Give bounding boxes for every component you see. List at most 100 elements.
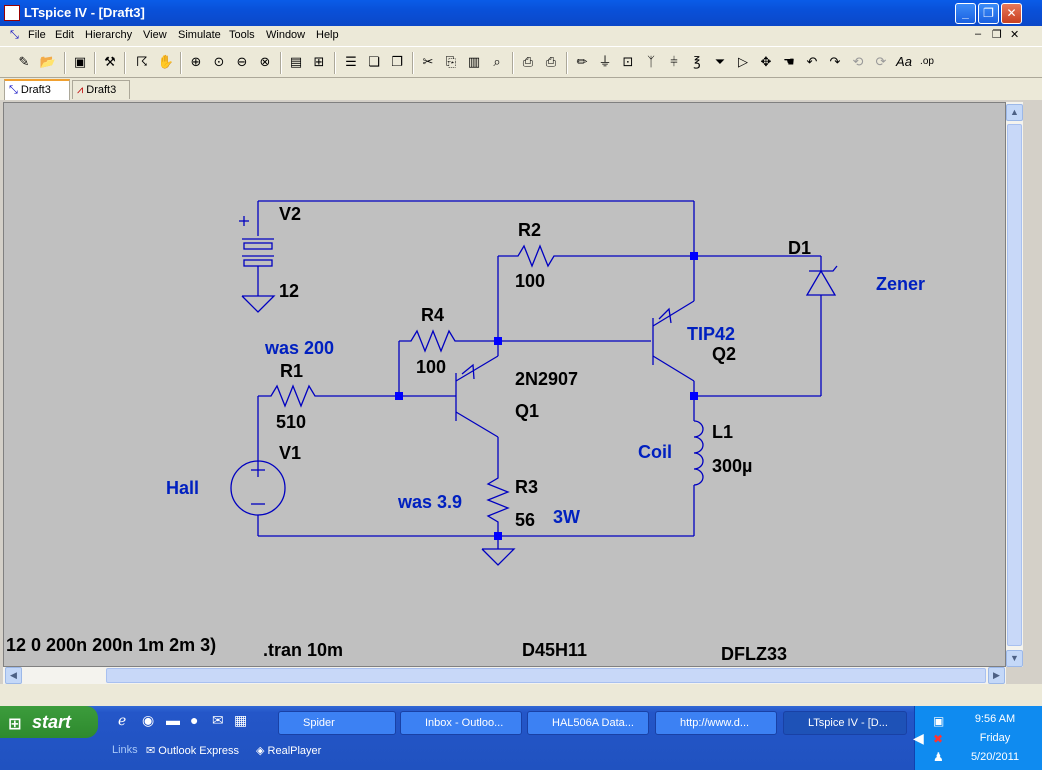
find-icon[interactable]: ⌕ bbox=[493, 54, 501, 69]
halt-icon[interactable]: ✋ bbox=[157, 54, 175, 69]
scroll-up-arrow[interactable]: ▲ bbox=[1006, 104, 1023, 121]
folder-quicklaunch-icon[interactable]: ▬ bbox=[166, 712, 180, 728]
q1-model: 2N2907 bbox=[515, 369, 578, 389]
taskbar-item-browser[interactable]: http://www.d... bbox=[655, 711, 777, 735]
rotate-icon[interactable]: ⟲ bbox=[852, 54, 864, 69]
cut-icon[interactable]: ✂ bbox=[422, 54, 434, 69]
mdi-close-button[interactable]: ✕ bbox=[1010, 29, 1020, 41]
system-tray: ▣ ✖ ♟ ◀ 9:56 AM Friday 5/20/2011 bbox=[913, 706, 1042, 770]
maximize-button[interactable]: ❐ bbox=[978, 3, 999, 24]
mdi-restore-button[interactable]: ❐ bbox=[992, 29, 1002, 41]
tile-vertical-icon[interactable]: ❐ bbox=[391, 54, 403, 69]
r3-power-note: 3W bbox=[553, 507, 580, 527]
menu-hierarchy[interactable]: Hierarchy bbox=[85, 29, 133, 41]
label-net-icon[interactable]: ⊡ bbox=[622, 54, 634, 69]
ground-icon[interactable]: ⏚ bbox=[598, 54, 612, 69]
title-bar[interactable]: LTspice IV - [Draft3] _ ❐ ✕ bbox=[0, 0, 1042, 26]
clock-date: 5/20/2011 bbox=[970, 751, 1020, 763]
taskbar-item-ltspice[interactable]: LTspice IV - [D... bbox=[783, 711, 907, 735]
save-icon[interactable]: ▣ bbox=[73, 54, 87, 69]
cascade-icon[interactable]: ❏ bbox=[368, 54, 380, 69]
start-button[interactable]: ⊞ start bbox=[0, 706, 98, 738]
tab-label: Draft3 bbox=[86, 84, 117, 96]
menu-view[interactable]: View bbox=[143, 29, 167, 41]
tab-waveform[interactable]: ⩘ Draft3 bbox=[72, 80, 130, 99]
capacitor-icon[interactable]: ⫩ bbox=[670, 54, 678, 69]
horizontal-scrollbar[interactable]: ◀ ▶ bbox=[3, 667, 1006, 684]
menu-window[interactable]: Window bbox=[266, 29, 306, 41]
zoom-fit-icon[interactable]: ⊗ bbox=[259, 54, 271, 69]
spice-directive-icon[interactable]: .op bbox=[920, 56, 934, 67]
move-icon[interactable]: ✥ bbox=[760, 54, 772, 69]
mdi-minimize-button[interactable]: – bbox=[975, 28, 982, 40]
menu-file[interactable]: File bbox=[28, 29, 46, 41]
tab-label: Draft3 bbox=[20, 84, 51, 96]
undo-icon[interactable]: ↶ bbox=[806, 54, 818, 69]
print-setup-icon[interactable]: ⎙ bbox=[522, 54, 534, 69]
paint-quicklaunch-icon[interactable]: ▦ bbox=[234, 712, 248, 728]
taskbar-item-inbox[interactable]: Inbox - Outloo... bbox=[400, 711, 522, 735]
scroll-down-arrow[interactable]: ▼ bbox=[1006, 650, 1023, 667]
q2-model: TIP42 bbox=[687, 324, 735, 344]
vertical-scrollbar[interactable]: ▲ ▼ bbox=[1006, 102, 1023, 667]
mirror-icon[interactable]: ⟳ bbox=[875, 54, 887, 69]
pan-icon[interactable]: ⊙ bbox=[213, 54, 225, 69]
component-icon[interactable]: ▷ bbox=[738, 54, 748, 69]
user-icon[interactable]: ♟ bbox=[933, 750, 944, 764]
zoom-out-icon[interactable]: ⊖ bbox=[236, 54, 248, 69]
ltspice-menu-icon[interactable]: ⤡ bbox=[10, 29, 19, 41]
scroll-right-arrow[interactable]: ▶ bbox=[988, 667, 1005, 684]
hall-note: Hall bbox=[166, 478, 199, 498]
waveform-icon: ⩘ bbox=[77, 84, 84, 96]
tab-schematic[interactable]: ⤡ Draft3 bbox=[4, 79, 70, 100]
resistor-icon[interactable]: ᛉ bbox=[647, 54, 655, 69]
tile-horizontal-icon[interactable]: ☰ bbox=[345, 54, 357, 69]
tray-expand-icon[interactable]: ◀ bbox=[913, 730, 924, 746]
menu-help[interactable]: Help bbox=[316, 29, 339, 41]
d1-name: D1 bbox=[788, 238, 811, 258]
media-quicklaunch-icon[interactable]: ◉ bbox=[142, 712, 155, 728]
draw-wire-icon[interactable]: ✏ bbox=[576, 54, 588, 69]
diode-icon[interactable]: ⏷ bbox=[714, 54, 726, 69]
outlook-express-link[interactable]: ✉ Outlook Express bbox=[146, 745, 239, 757]
ie-quicklaunch-icon[interactable]: ℯ bbox=[118, 712, 127, 728]
copy-icon[interactable]: ⎘ bbox=[445, 54, 457, 69]
r3-name: R3 bbox=[515, 477, 538, 497]
clock-time[interactable]: 9:56 AM bbox=[974, 713, 1016, 725]
network-icon[interactable]: ▣ bbox=[933, 714, 945, 728]
taskbar-item-spider[interactable]: Spider bbox=[278, 711, 396, 735]
minimize-button[interactable]: _ bbox=[955, 3, 976, 24]
close-button[interactable]: ✕ bbox=[1001, 3, 1022, 24]
alert-icon[interactable]: ✖ bbox=[933, 732, 944, 746]
menu-edit[interactable]: Edit bbox=[55, 29, 74, 41]
print-icon[interactable]: ⎙ bbox=[545, 54, 557, 69]
grid-icon[interactable]: ⊞ bbox=[313, 54, 325, 69]
control-panel-icon[interactable]: ⚒ bbox=[104, 54, 116, 69]
redo-icon[interactable]: ↷ bbox=[829, 54, 841, 69]
player-quicklaunch-icon[interactable]: ● bbox=[190, 712, 199, 728]
tran-directive: .tran 10m bbox=[263, 640, 343, 660]
scroll-left-arrow[interactable]: ◀ bbox=[5, 667, 22, 684]
r3-value: 56 bbox=[515, 510, 535, 530]
menu-simulate[interactable]: Simulate bbox=[178, 29, 221, 41]
outlook-quicklaunch-icon[interactable]: ✉ bbox=[212, 712, 224, 728]
taskbar-item-hal506a[interactable]: HAL506A Data... bbox=[527, 711, 649, 735]
text-icon[interactable]: Aa bbox=[896, 54, 912, 69]
start-label: start bbox=[32, 712, 72, 732]
zoom-area-icon[interactable]: ⊕ bbox=[190, 54, 202, 69]
window-title: LTspice IV - [Draft3] bbox=[24, 5, 145, 20]
menu-bar: ⤡ File Edit Hierarchy View Simulate Tool… bbox=[0, 26, 1042, 46]
horizontal-scroll-thumb[interactable] bbox=[106, 668, 986, 683]
inductor-icon[interactable]: ℥ bbox=[693, 54, 701, 69]
vertical-scroll-thumb[interactable] bbox=[1007, 124, 1022, 646]
run-icon[interactable]: ☈ bbox=[136, 54, 148, 69]
autorange-icon[interactable]: ▤ bbox=[289, 54, 303, 69]
menu-tools[interactable]: Tools bbox=[229, 29, 255, 41]
schematic-canvas[interactable]: V2 12 R2 100 D1 R4 100 Q2 R1 510 2N2907 … bbox=[3, 102, 1006, 667]
l1-name: L1 bbox=[712, 422, 733, 442]
paste-icon[interactable]: ▥ bbox=[467, 54, 481, 69]
realplayer-link[interactable]: ◈ RealPlayer bbox=[256, 745, 322, 757]
new-schematic-icon[interactable]: ✎ bbox=[18, 54, 30, 69]
drag-icon[interactable]: ☚ bbox=[783, 54, 795, 69]
open-icon[interactable]: 📂 bbox=[39, 54, 57, 69]
